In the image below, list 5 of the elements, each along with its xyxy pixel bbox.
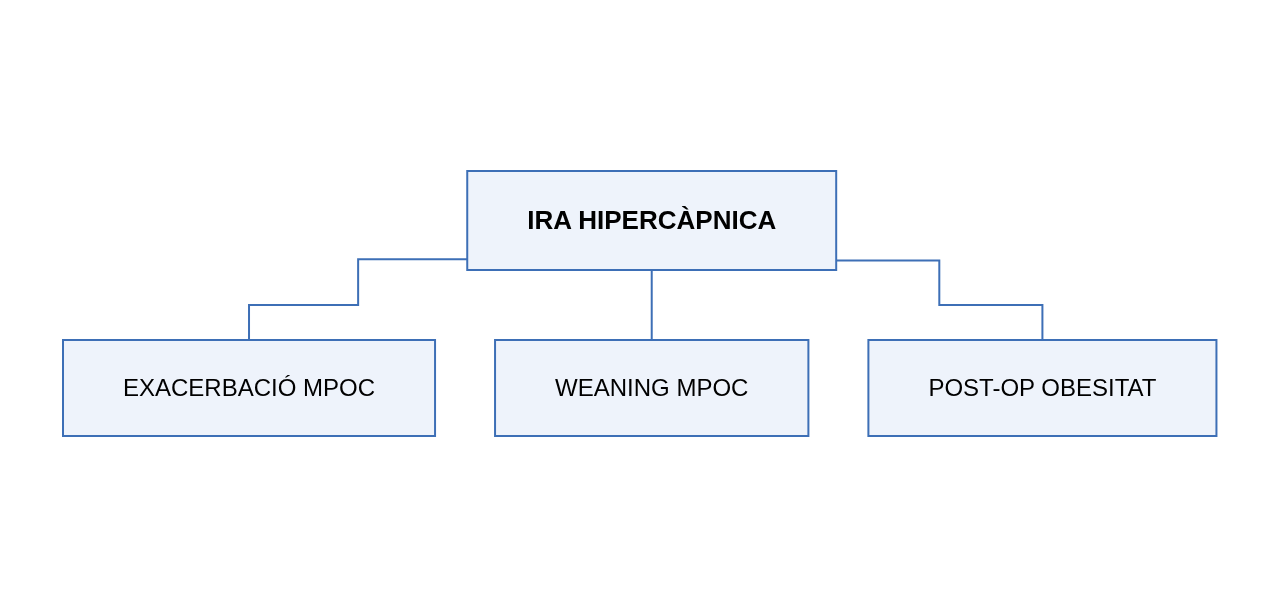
node-box: POST-OP OBESITAT xyxy=(867,338,1218,437)
connector xyxy=(651,268,653,341)
node-box: WEANING MPOC xyxy=(494,338,810,437)
node-box: EXACERBACIÓ MPOC xyxy=(62,338,437,437)
node-box: IRA HIPERCÀPNICA xyxy=(466,169,838,271)
